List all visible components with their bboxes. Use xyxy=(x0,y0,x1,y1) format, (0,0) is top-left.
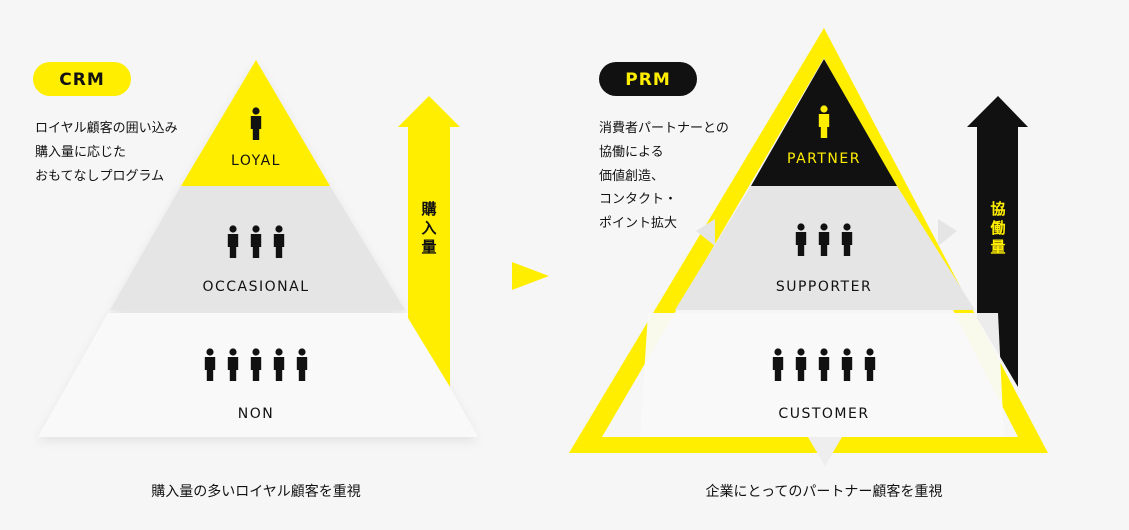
prm-bottom-arrow xyxy=(808,437,842,466)
prm-badge xyxy=(599,62,697,96)
prm-tier-label-customer: CUSTOMER xyxy=(778,406,869,422)
prm-arrow-label-text: 協働量 xyxy=(989,200,1005,256)
prm-badge-text: PRM xyxy=(625,70,670,90)
crm-tier-label-loyal: LOYAL xyxy=(231,153,281,169)
prm-caption: 企業にとってのパートナー顧客を重視 xyxy=(706,483,943,500)
prm-description-line: 協働による xyxy=(599,145,664,160)
crm-description-line: おもてなしプログラム xyxy=(35,169,164,184)
crm-tier-label-occasional: OCCASIONAL xyxy=(202,279,309,295)
crm-tier-label-non: NON xyxy=(238,406,274,422)
crm-description-line: ロイヤル顧客の囲い込み xyxy=(35,120,178,136)
prm-arrow-label: 協働量 xyxy=(989,200,1005,256)
arrow-right-icon xyxy=(512,262,549,290)
prm-side-arrow-right xyxy=(938,219,957,246)
crm-description-line: 購入量に応じた xyxy=(35,145,126,160)
prm-side-arrow-left xyxy=(696,219,715,246)
prm-description: 消費者パートナーとの 協働による 価値創造、 コンタクト・ ポイント拡大 xyxy=(599,121,729,231)
crm-badge xyxy=(33,62,131,96)
crm-caption: 購入量の多いロイヤル顧客を重視 xyxy=(151,483,361,500)
prm-description-line: 消費者パートナーとの xyxy=(599,121,729,136)
prm-description-line: ポイント拡大 xyxy=(599,216,677,231)
prm-description-line: コンタクト・ xyxy=(599,192,677,207)
crm-description: ロイヤル顧客の囲い込み 購入量に応じた おもてなしプログラム xyxy=(35,120,178,184)
crm-arrow-label-text: 購入量 xyxy=(420,200,436,256)
prm-tier-label-partner: PARTNER xyxy=(787,151,861,167)
prm-tier-label-supporter: SUPPORTER xyxy=(776,279,872,295)
crm-up-arrow xyxy=(398,96,460,387)
crm-arrow-label: 購入量 xyxy=(420,200,436,256)
crm-badge-text: CRM xyxy=(59,70,104,90)
prm-description-line: 価値創造、 xyxy=(599,168,664,184)
